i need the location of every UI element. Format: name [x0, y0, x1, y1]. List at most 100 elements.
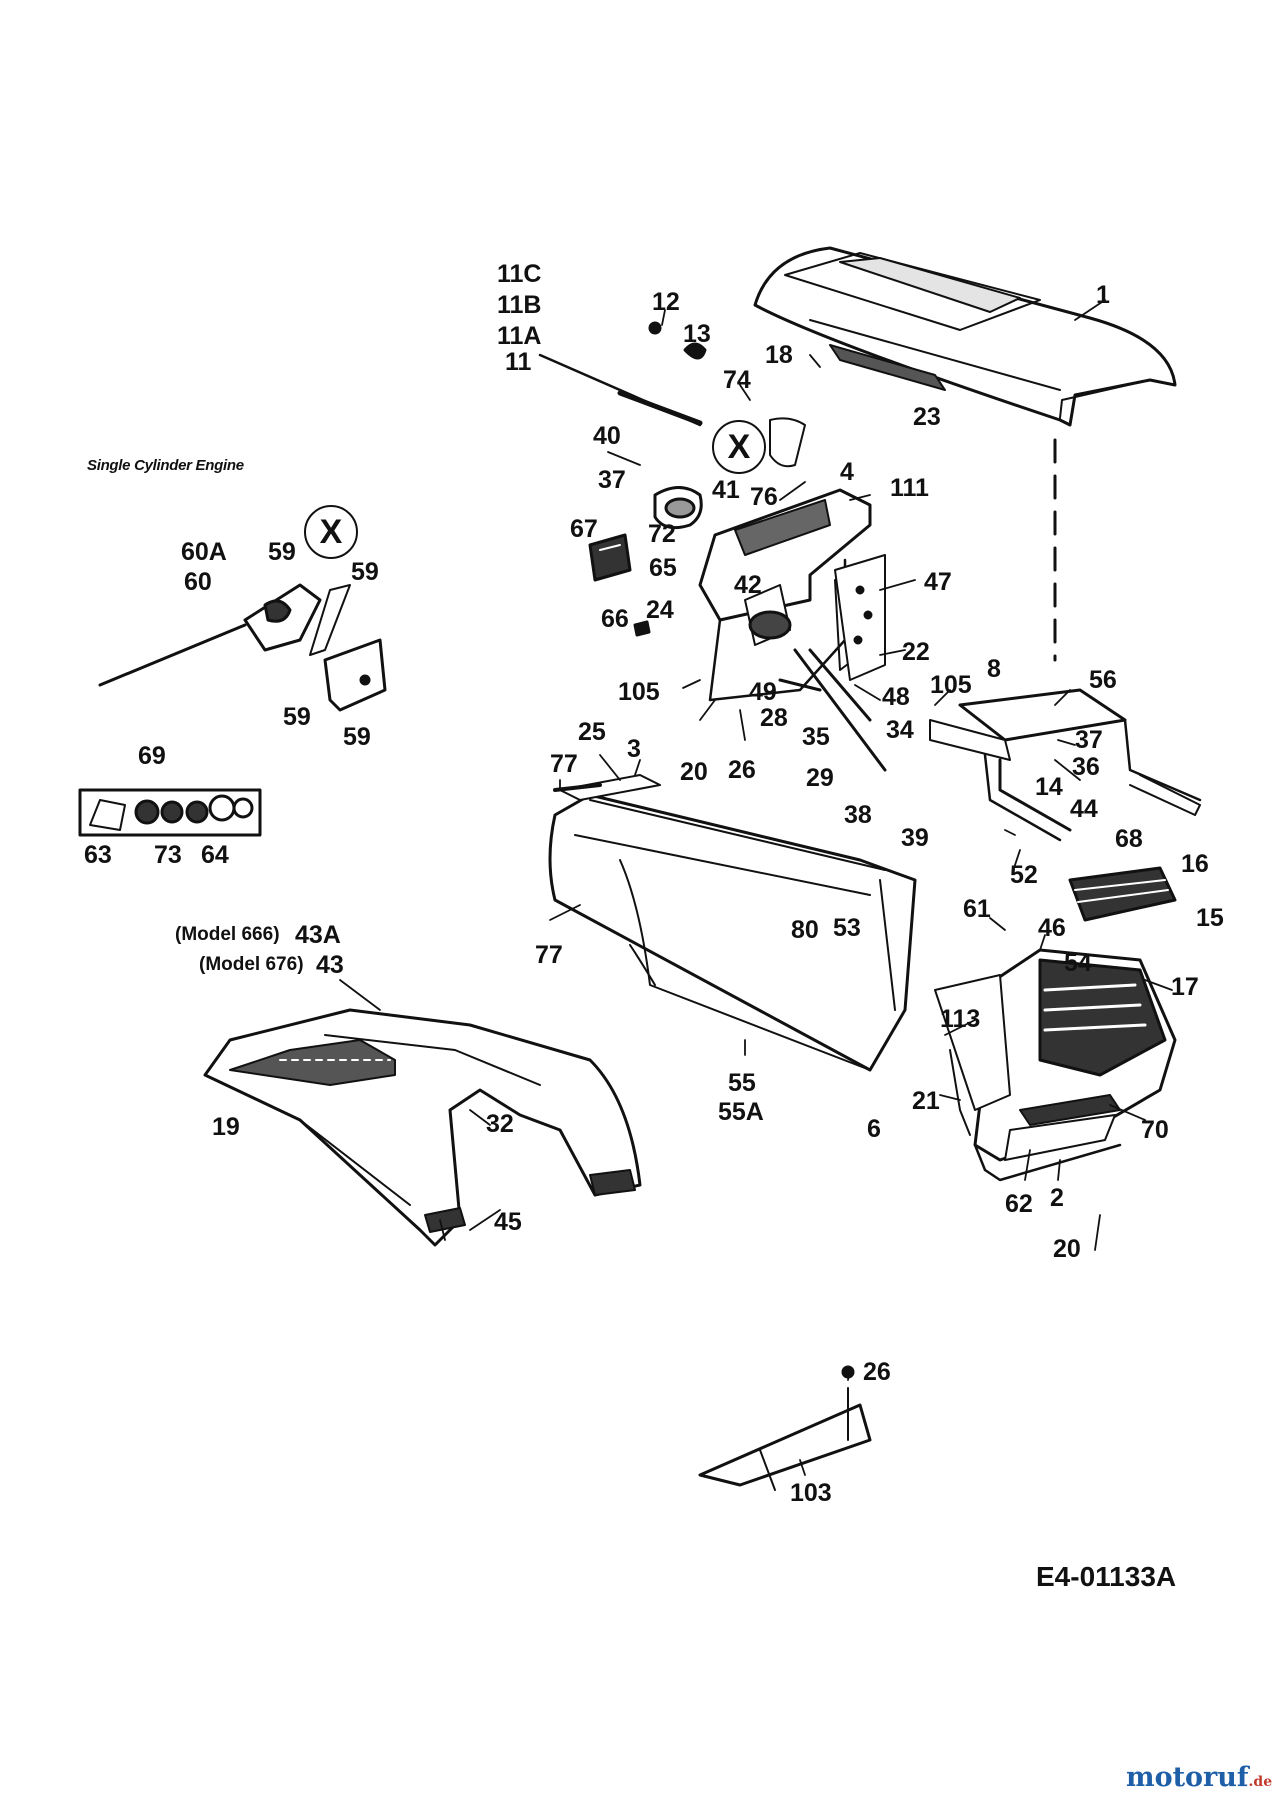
part-label-25: 25 — [578, 718, 606, 746]
part-label-49: 49 — [749, 678, 777, 706]
part-label-55: 55 — [728, 1069, 756, 1097]
drawing-code: E4-01133A — [1036, 1561, 1177, 1592]
part-label-65: 65 — [649, 554, 677, 582]
part-label-19: 19 — [212, 1113, 240, 1141]
part-label-45: 45 — [494, 1208, 522, 1236]
part-label-13: 13 — [683, 320, 711, 348]
part-label-28: 28 — [760, 704, 788, 732]
part-label-11: 11 — [505, 348, 532, 376]
site-watermark: motoruf.de — [1126, 1762, 1272, 1793]
single-cylinder-note: Single Cylinder Engine — [87, 457, 244, 474]
part-label-11c: 11C — [497, 260, 542, 288]
part-label-59-c: 59 — [283, 703, 311, 731]
part-label-11b: 11B — [497, 291, 542, 319]
part-label-17: 17 — [1171, 973, 1199, 1001]
part-label-60a: 60A — [181, 538, 227, 566]
single-cylinder-parts — [98, 583, 387, 712]
part-label-39: 39 — [901, 824, 929, 852]
part-label-1: 1 — [1096, 281, 1110, 309]
part-label-74: 74 — [723, 366, 751, 394]
part-label-77-b: 77 — [535, 941, 563, 969]
hood-part — [753, 246, 1177, 427]
part-label-11a: 11A — [497, 322, 542, 350]
model-676-note: (Model 676) — [199, 954, 304, 975]
part-label-103: 103 — [790, 1479, 832, 1507]
skid-plate — [698, 1365, 872, 1491]
x-callout-single-cylinder: X — [304, 505, 358, 559]
part-label-4: 4 — [840, 458, 854, 486]
part-label-55a: 55A — [718, 1098, 764, 1126]
part-label-68: 68 — [1115, 825, 1143, 853]
part-label-48: 48 — [882, 683, 910, 711]
part-label-105-b: 105 — [930, 671, 972, 699]
watermark-suffix: .de — [1248, 1774, 1273, 1790]
x-callout-main: X — [712, 420, 766, 474]
part-label-52: 52 — [1010, 861, 1038, 889]
part-label-73: 73 — [154, 841, 182, 869]
part-label-37-b: 37 — [1075, 726, 1103, 754]
part-label-29: 29 — [806, 764, 834, 792]
part-label-34: 34 — [886, 716, 914, 744]
part-label-2: 2 — [1050, 1184, 1064, 1212]
part-label-6: 6 — [867, 1115, 881, 1143]
part-label-111: 111 — [890, 474, 929, 502]
part-label-20: 20 — [680, 758, 708, 786]
part-label-44: 44 — [1070, 795, 1098, 823]
part-label-24: 24 — [646, 596, 674, 624]
part-label-56: 56 — [1089, 666, 1117, 694]
part-label-59: 59 — [268, 538, 296, 566]
part-label-67: 67 — [570, 515, 598, 543]
part-label-47: 47 — [924, 568, 952, 596]
part-label-72: 72 — [648, 520, 676, 548]
part-label-70: 70 — [1141, 1116, 1169, 1144]
part-label-26: 26 — [728, 756, 756, 784]
part-label-41: 41 — [712, 476, 740, 504]
part-label-8: 8 — [987, 655, 1001, 683]
part-label-60: 60 — [184, 568, 212, 596]
part-label-37: 37 — [598, 466, 626, 494]
part-label-53: 53 — [833, 914, 861, 942]
fender-part — [203, 1008, 642, 1247]
support-bracket — [929, 688, 1202, 842]
part-label-62: 62 — [1005, 1190, 1033, 1218]
part-label-43a: 43A — [295, 921, 341, 949]
part-label-69: 69 — [138, 742, 166, 770]
part-label-15: 15 — [1196, 904, 1224, 932]
part-label-26-b: 26 — [863, 1358, 891, 1386]
part-label-77: 77 — [550, 750, 578, 778]
grille-assembly — [934, 948, 1177, 1182]
part-label-46: 46 — [1038, 914, 1066, 942]
part-label-66: 66 — [601, 605, 629, 633]
part-label-21: 21 — [912, 1087, 940, 1115]
part-label-32: 32 — [486, 1110, 514, 1138]
part-label-16: 16 — [1181, 850, 1209, 878]
part-label-3: 3 — [627, 735, 641, 763]
part-label-43: 43 — [316, 951, 344, 979]
part-label-12: 12 — [652, 288, 680, 316]
part-label-20-b: 20 — [1053, 1235, 1081, 1263]
model-666-note: (Model 666) — [175, 924, 280, 945]
part-label-64: 64 — [201, 841, 229, 869]
part-label-76: 76 — [750, 483, 778, 511]
front-panel — [548, 793, 917, 1072]
part-label-40: 40 — [593, 422, 621, 450]
part-label-61: 61 — [963, 895, 991, 923]
part-label-22: 22 — [902, 638, 930, 666]
part-label-59-d: 59 — [343, 723, 371, 751]
part-label-113: 113 — [940, 1005, 981, 1033]
part-label-63: 63 — [84, 841, 112, 869]
part-label-18: 18 — [765, 341, 793, 369]
leader-lines — [339, 299, 1173, 1476]
part-label-59-b: 59 — [351, 558, 379, 586]
part-label-42: 42 — [734, 571, 762, 599]
part-label-36: 36 — [1072, 753, 1100, 781]
hood-liner — [829, 344, 946, 391]
part-label-54: 54 — [1064, 949, 1092, 977]
part-label-23: 23 — [913, 403, 941, 431]
part-label-35: 35 — [802, 723, 830, 751]
indicator-cluster — [78, 788, 262, 837]
part-label-80: 80 — [791, 916, 819, 944]
part-label-105: 105 — [618, 678, 660, 706]
